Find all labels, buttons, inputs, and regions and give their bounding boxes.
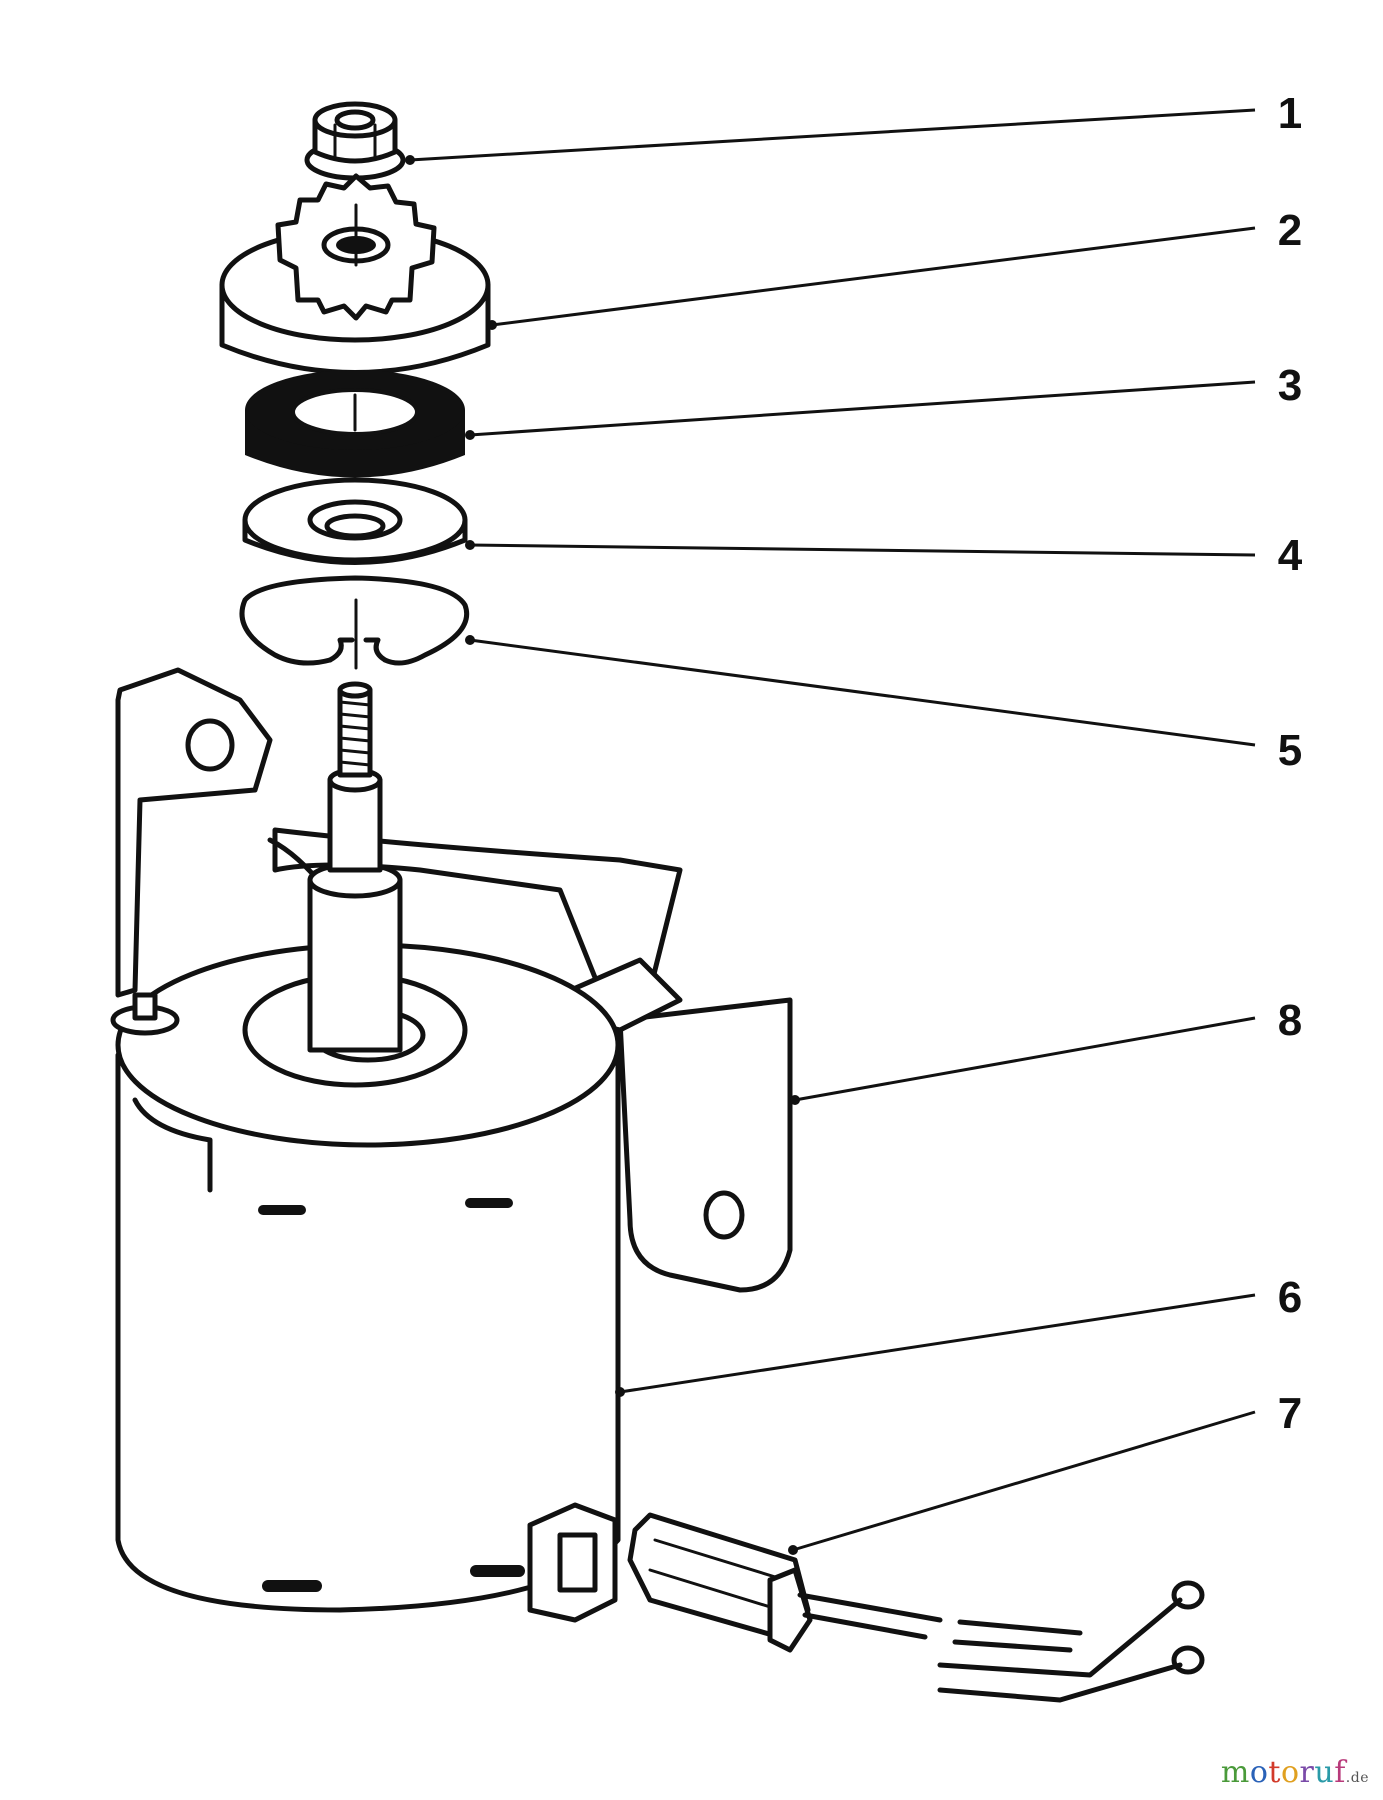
flange-nut-part <box>304 101 406 181</box>
watermark-suffix: .de <box>1345 1770 1369 1786</box>
callout-4: 4 <box>465 531 1303 580</box>
mounting-bracket-part <box>115 667 793 1293</box>
callout-3: 3 <box>465 361 1302 440</box>
watermark-letter: m <box>1220 1755 1250 1790</box>
cushion-ring-part <box>245 370 465 478</box>
pinion-gear-part <box>219 173 491 375</box>
watermark-letter: t <box>1268 1755 1281 1790</box>
callout-5: 5 <box>465 635 1302 775</box>
watermark-letter: o <box>1249 1755 1269 1790</box>
callout-8: 8 <box>790 996 1302 1105</box>
watermark-word: motoruf <box>1221 1755 1346 1790</box>
motoruf-watermark-logo: motoruf.de <box>1221 1755 1369 1790</box>
callout-number-1: 1 <box>1278 89 1302 138</box>
wire-connector-part <box>627 1512 1205 1703</box>
callout-number-7: 7 <box>1278 1389 1302 1438</box>
washer-part <box>242 477 468 565</box>
callout-1: 1 <box>405 89 1302 165</box>
callout-number-8: 8 <box>1278 996 1302 1045</box>
callout-number-3: 3 <box>1278 361 1302 410</box>
retaining-clip-part <box>239 575 469 670</box>
callout-number-2: 2 <box>1278 206 1302 255</box>
callout-number-5: 5 <box>1278 726 1302 775</box>
callout-number-6: 6 <box>1278 1273 1302 1322</box>
motor-body-part <box>110 681 621 1623</box>
watermark-letter: f <box>1334 1755 1346 1790</box>
watermark-letter: r <box>1299 1755 1315 1790</box>
callout-2: 2 <box>487 206 1302 330</box>
callout-number-4: 4 <box>1278 531 1303 580</box>
watermark-letter: o <box>1280 1755 1300 1790</box>
watermark-letter: u <box>1314 1755 1335 1790</box>
callout-7: 7 <box>788 1389 1302 1555</box>
callout-6: 6 <box>615 1273 1302 1397</box>
